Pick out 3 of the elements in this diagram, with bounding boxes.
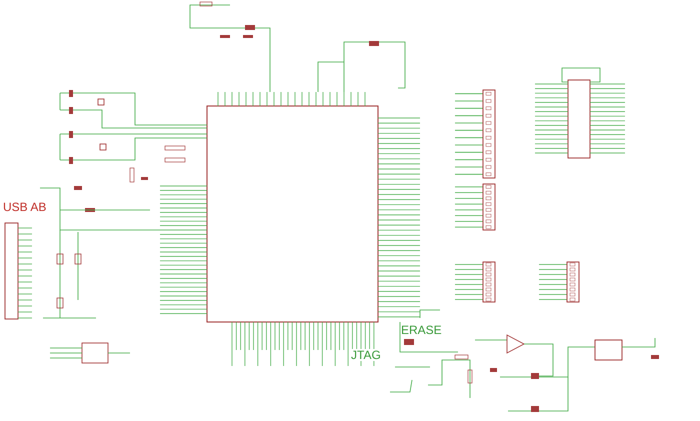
schematic-label: USB AB — [3, 201, 46, 213]
schematic-label: JTAG — [351, 349, 381, 361]
schematic-label: ERASE — [401, 324, 442, 336]
